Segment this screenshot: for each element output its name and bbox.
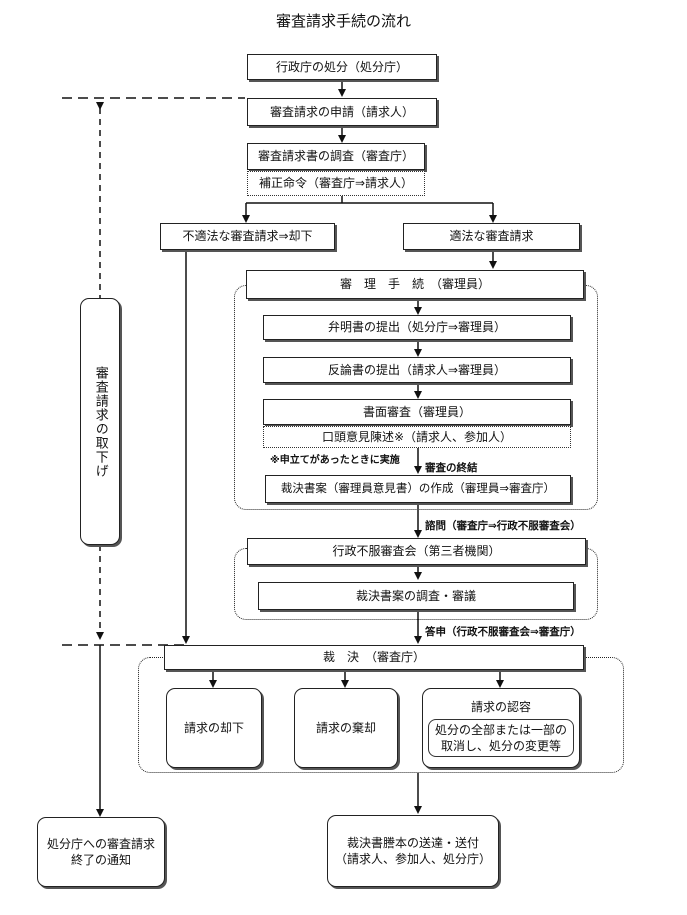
withdrawal-box: 審査請求の取下げ (80, 298, 120, 545)
approval-title: 請求の認容 (470, 699, 531, 714)
disposition-box: 行政庁の処分（処分庁） (247, 54, 437, 80)
dismissal-box: 請求の却下 (166, 688, 262, 768)
proceedings-box: 審 理 手 続 （審理員） (246, 270, 584, 299)
rejection-box: 請求の棄却 (294, 688, 398, 768)
investigation-box: 審査請求書の調査（審査庁） (247, 143, 425, 170)
explanation-box: 弁明書の提出（処分庁⇒審理員） (263, 315, 571, 340)
draft-decision-box: 裁決書案（審理員意見書）の作成（審理員⇒審査庁） (265, 475, 571, 503)
oral-statement-box: 口頭意見陳述※（請求人、参加人） (263, 426, 571, 448)
review-end-label: 審査の終結 (425, 462, 478, 474)
correction-order-box: 補正命令（審査庁⇒請求人） (247, 171, 425, 196)
document-review-box: 書面審査（審理員） (263, 399, 571, 425)
delivery-box: 裁決書謄本の送達・送付 （請求人、参加人、処分庁） (327, 815, 499, 887)
application-box: 審査請求の申請（請求人） (247, 98, 437, 126)
rebuttal-box: 反論書の提出（請求人⇒審理員） (263, 357, 571, 383)
note-label: ※申立てがあったときに実施 (270, 455, 400, 466)
report-label: 答申（行政不服審査会⇒審査庁） (425, 626, 581, 638)
approval-detail: 処分の全部または一部の 取消し、処分の変更等 (427, 718, 574, 758)
council-review-box: 裁決書案の調査・審議 (258, 582, 574, 610)
page-title: 審査請求手続の流れ (275, 12, 411, 30)
improper-request-box: 不適法な審査請求⇒却下 (160, 223, 335, 250)
council-box: 行政不服審査会（第三者機関） (247, 538, 586, 565)
approval-box: 請求の認容 処分の全部または一部の 取消し、処分の変更等 (422, 688, 580, 768)
proper-request-box: 適法な審査請求 (403, 223, 580, 250)
termination-notice-box: 処分庁への審査請求 終了の通知 (37, 817, 165, 887)
consultation-label: 諮問（審査庁⇒行政不服審査会） (425, 520, 581, 532)
ruling-box: 裁 決 （審査庁） (164, 645, 584, 670)
